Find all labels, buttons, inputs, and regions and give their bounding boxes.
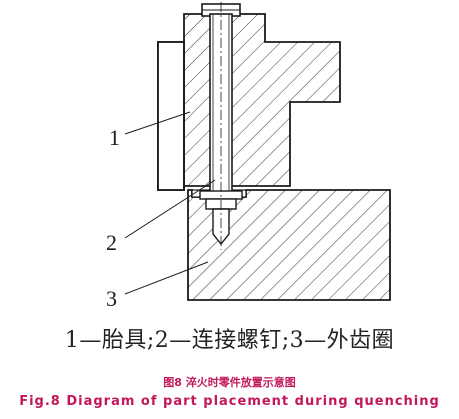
leader-lines: [124, 111, 216, 295]
part-legend: 1—胎具;2—连接螺钉;3—外齿圈: [64, 328, 395, 353]
connecting-screw-part-2: [199, 2, 243, 250]
label-part-2: 2: [106, 230, 117, 255]
label-part-1: 1: [109, 125, 120, 150]
figure-caption-chinese: 图8 淬火时零件放置示意图: [163, 376, 296, 389]
figure-caption-english: Fig.8 Diagram of part placement during q…: [19, 394, 440, 409]
label-part-3: 3: [106, 286, 117, 311]
fixture-part-1: [157, 13, 341, 191]
